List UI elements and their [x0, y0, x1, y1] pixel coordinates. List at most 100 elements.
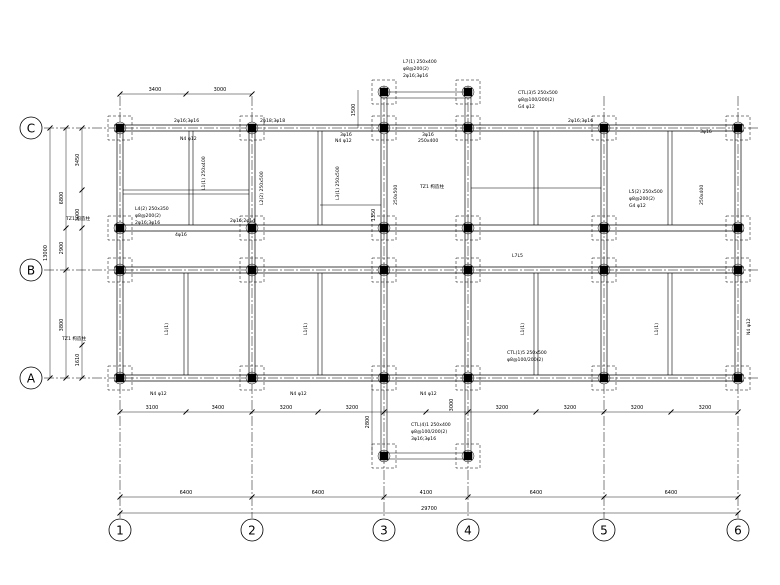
ann-l7l5: L7L5 — [512, 253, 523, 259]
dimension-tick — [79, 225, 85, 231]
ann-l3: L3(1) 250x500 — [335, 166, 341, 200]
ann-beam-top-rebar: φ8@200(2) — [403, 66, 429, 72]
ann-ctl-mid-rebar: φ8@100/200(2) — [507, 357, 543, 363]
dimension-tick — [117, 91, 123, 97]
axis-bubbles: 1 2 3 4 5 6 C B A — [19, 116, 750, 542]
ann-ctl-top: CTL(3)5 250x500 — [518, 90, 558, 96]
column-ring — [461, 221, 475, 235]
column-pad — [239, 115, 265, 141]
dim-left-inner-1: 6800 — [59, 192, 65, 205]
column — [379, 223, 389, 233]
ann-l2: L2(2) 250x500 — [259, 171, 265, 205]
secondary-beams — [123, 131, 673, 375]
column-ring — [245, 221, 259, 235]
dimension-tick — [465, 494, 471, 500]
dimension-tick — [63, 225, 69, 231]
axis-label-6: 6 — [734, 524, 742, 538]
columns — [107, 79, 751, 469]
ann-r5-d: N4 φ12 — [290, 391, 307, 397]
column — [379, 87, 389, 97]
axis-bubble-1: 1 — [108, 518, 132, 542]
column-pad — [455, 365, 481, 391]
dim-stair-3: 1350 — [371, 209, 377, 222]
column-ring — [113, 121, 127, 135]
column — [599, 373, 609, 383]
ann-r5-f: N4 φ12 — [746, 318, 752, 335]
column — [247, 123, 257, 133]
column — [463, 373, 473, 383]
dim-left-inner-4: 3800 — [59, 319, 65, 332]
dimension-tick — [63, 375, 69, 381]
dimension-tick — [735, 494, 741, 500]
axis-bubble-4: 4 — [456, 518, 480, 542]
column-ring — [377, 85, 391, 99]
dimension-tick — [381, 409, 387, 415]
dim-left-inner-2: 2900 — [59, 242, 65, 255]
dimension-tick — [735, 510, 741, 516]
dim-stair-4: 3000 — [449, 399, 455, 412]
ann-r2-a: 2φ18;3φ18 — [260, 118, 285, 124]
column-ring — [245, 121, 259, 135]
ann-l1-1: L1(1) — [164, 323, 170, 335]
dim-stair-1: 1500 — [351, 104, 357, 117]
ann-beam-top: L7(1) 250x400 — [403, 59, 437, 65]
ann-r7-b: 250x400 — [699, 185, 705, 205]
column — [115, 223, 125, 233]
column-ring — [245, 371, 259, 385]
ann-l1-2: L1(1) — [303, 323, 309, 335]
column-pad — [591, 215, 617, 241]
dimension-texts: 3400 3000 3100 3400 3200 3200 3200 3200 … — [43, 87, 711, 512]
ann-r3-a: 3φ16 — [340, 132, 352, 138]
ann-l1: L1(1) 250x400 — [201, 156, 207, 190]
dim-upper-span-8: 3200 — [699, 405, 712, 411]
column-ring — [597, 221, 611, 235]
dimension-tick — [465, 409, 471, 415]
column — [599, 265, 609, 275]
column-ring — [731, 263, 745, 277]
ann-l4-bars: 2φ16;3φ16 — [135, 220, 160, 226]
column-pad — [591, 115, 617, 141]
ann-r8-a: 250x500 — [393, 185, 399, 205]
column — [733, 265, 743, 275]
dimension-tick — [47, 375, 53, 381]
ann-r3-c: 3φ16 — [700, 129, 712, 135]
column-ring — [597, 371, 611, 385]
ann-beam-bottom-rebar: φ8@100/200(2) — [411, 429, 447, 435]
ann-r4-a: 4φ16 — [175, 232, 187, 238]
dimension-tick — [315, 409, 321, 415]
column-pad — [107, 215, 133, 241]
ann-l4-rebar: φ8@200(2) — [135, 213, 161, 219]
column-pad — [455, 215, 481, 241]
ann-l5: L5(2) 250x500 — [629, 189, 663, 195]
dim-upper-span-2: 3400 — [212, 405, 225, 411]
dimension-tick — [423, 409, 429, 415]
dim-upper-span-7: 3200 — [631, 405, 644, 411]
column-ring — [377, 263, 391, 277]
column — [733, 123, 743, 133]
column — [247, 265, 257, 275]
dimension-tick — [601, 409, 607, 415]
column — [379, 123, 389, 133]
axis-bubble-B: B — [19, 258, 43, 282]
column — [463, 123, 473, 133]
dim-upper-span-6: 3200 — [564, 405, 577, 411]
column — [379, 373, 389, 383]
axis-bubble-5: 5 — [592, 518, 616, 542]
column-pad — [239, 215, 265, 241]
column-ring — [377, 121, 391, 135]
dim-bay-span-2: 6400 — [312, 490, 325, 496]
dimension-tick — [63, 125, 69, 131]
axis-label-4: 4 — [464, 524, 472, 538]
ann-tz1-b: TZ1 构造柱 — [61, 335, 87, 342]
column-pad — [371, 115, 397, 141]
column — [115, 265, 125, 275]
column-pad — [107, 365, 133, 391]
column-pad — [239, 257, 265, 283]
column-ring — [597, 263, 611, 277]
dim-total: 29700 — [421, 506, 437, 512]
column — [247, 373, 257, 383]
stair-projections — [380, 91, 472, 460]
column-pad — [455, 79, 481, 105]
dimension-tick — [601, 494, 607, 500]
dim-bay-span-5: 6400 — [665, 490, 678, 496]
